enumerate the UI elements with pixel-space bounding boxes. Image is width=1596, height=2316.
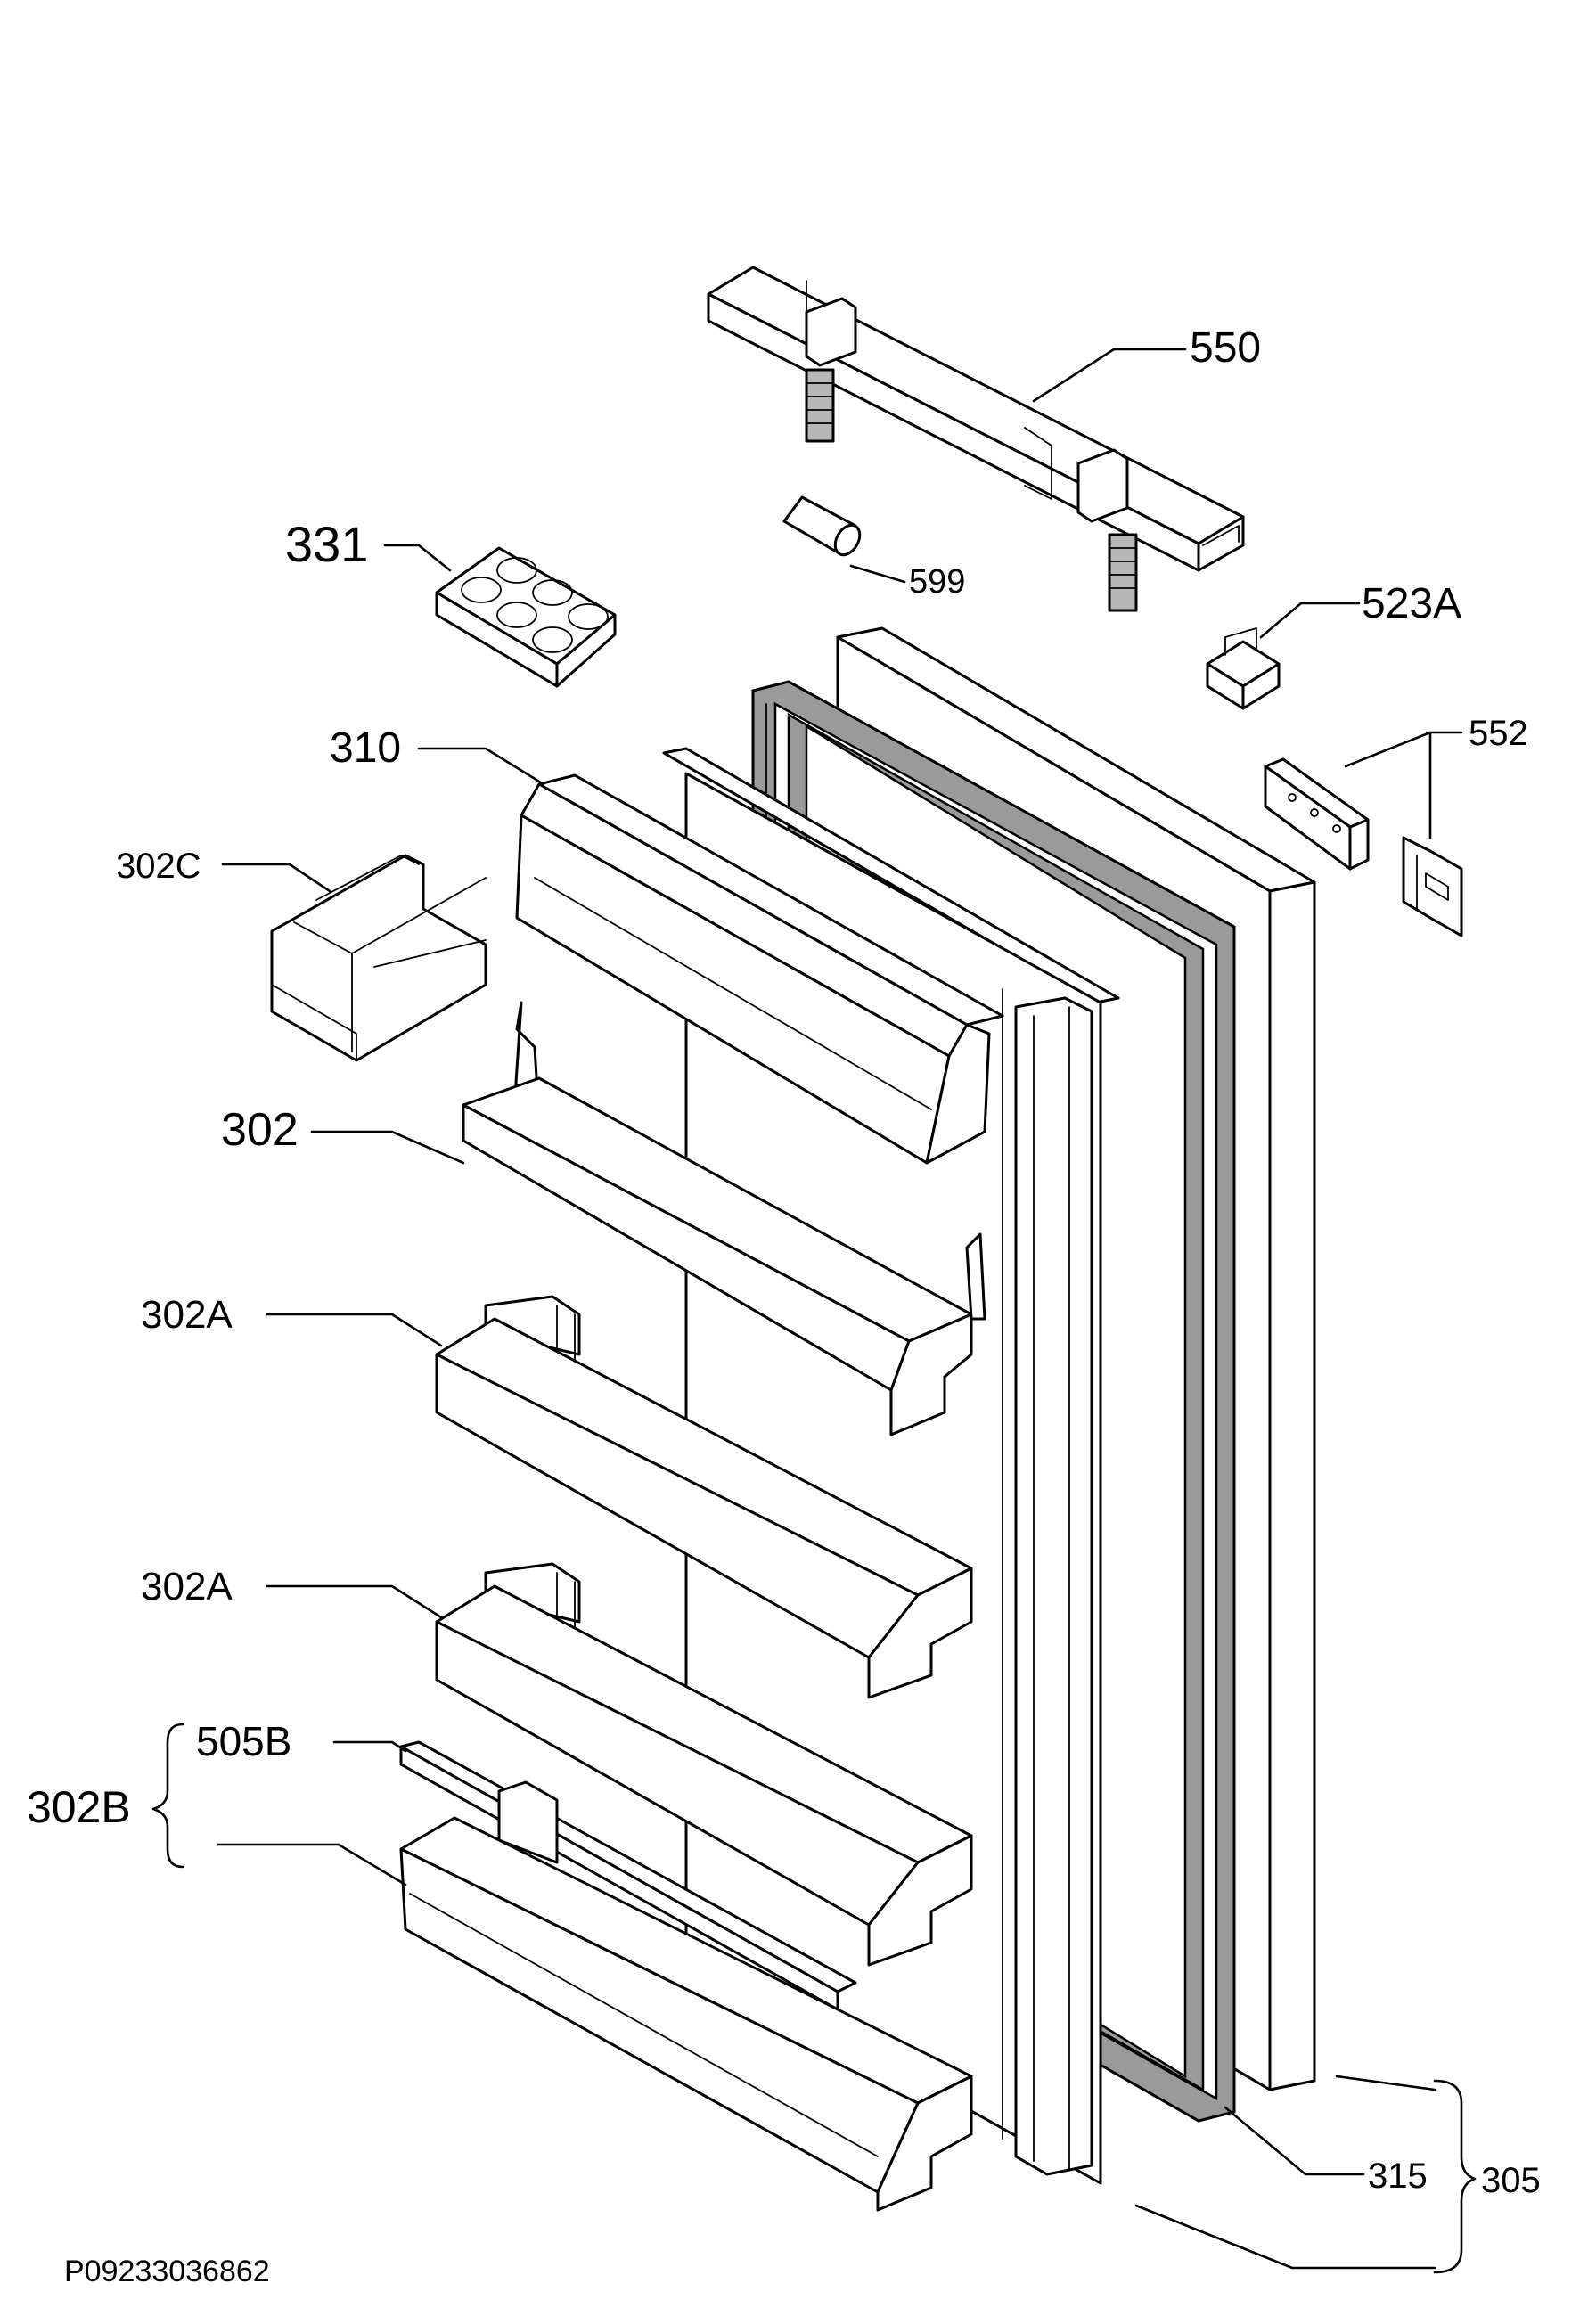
part-523A-hinge-block: [1206, 627, 1281, 710]
leader-lines: [151, 348, 1477, 2274]
part-302A-shelf-2: [435, 1562, 973, 1967]
part-331-egg-tray: [435, 546, 617, 688]
label-315: 315: [1368, 2156, 1428, 2196]
label-302B: 302B: [27, 1782, 131, 1832]
label-302A-2: 302A: [141, 1565, 233, 1608]
label-310: 310: [330, 724, 401, 772]
label-552: 552: [1469, 714, 1528, 753]
label-302C: 302C: [116, 847, 201, 886]
label-305: 305: [1481, 2161, 1541, 2200]
part-302-door-shelf: [462, 1001, 986, 1436]
label-505B: 505B: [196, 1718, 291, 1764]
label-523A: 523A: [1362, 580, 1461, 627]
label-302A-1: 302A: [141, 1293, 233, 1337]
part-599-pin: [782, 495, 862, 557]
part-302C-small-box: [270, 854, 487, 1062]
label-331: 331: [285, 516, 368, 572]
part-552-hinge-plates: [1264, 757, 1463, 937]
part-302A-shelf-1: [435, 1295, 973, 1699]
label-550: 550: [1190, 324, 1261, 372]
label-599: 599: [909, 563, 965, 601]
label-302: 302: [221, 1104, 299, 1156]
part-labels: 550 599 331 523A 552 310 302C 302 302A 3…: [27, 324, 1541, 2288]
part-550-hinge-cover: [707, 266, 1245, 612]
drawing-code: P09233036862: [64, 2255, 270, 2288]
part-310-dairy-compartment: [515, 773, 1004, 1165]
part-302B-bottle-shelf: [399, 1740, 973, 2212]
